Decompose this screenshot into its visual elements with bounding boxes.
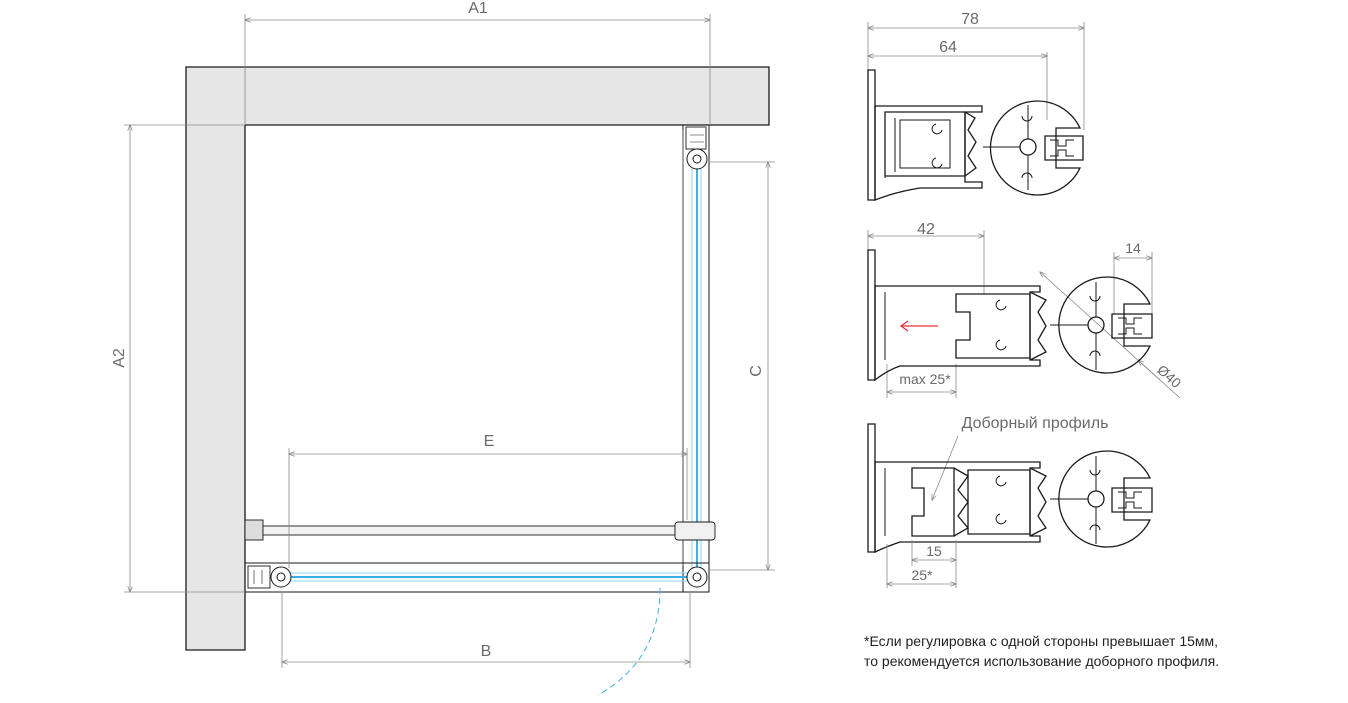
label-42: 42 bbox=[917, 221, 935, 238]
dimension-a2: A2 bbox=[111, 125, 245, 592]
right-fixed-panel bbox=[682, 124, 710, 593]
label-e: E bbox=[484, 433, 495, 450]
hinge-top-right bbox=[685, 126, 708, 170]
hinge-bottom-right bbox=[686, 566, 708, 588]
door-swing-arc bbox=[597, 587, 661, 696]
label-callout: Доборный профиль bbox=[962, 415, 1109, 432]
label-b: B bbox=[481, 643, 492, 660]
footnote: *Если регулировка с одной стороны превыш… bbox=[864, 631, 1304, 671]
label-78: 78 bbox=[961, 11, 979, 28]
label-diameter: Ø40 bbox=[1154, 361, 1185, 391]
profile-extension: Доборный профиль 15 25* bbox=[867, 415, 1153, 588]
label-a1: A1 bbox=[468, 0, 488, 17]
dimension-b: B bbox=[282, 592, 690, 668]
label-14: 14 bbox=[1125, 240, 1141, 256]
bottom-panel bbox=[244, 562, 710, 593]
hinge-bottom-left bbox=[247, 565, 292, 589]
profile-standard: 78 64 bbox=[867, 11, 1084, 201]
dimension-a1: A1 bbox=[245, 0, 710, 125]
label-max: max 25* bbox=[899, 371, 951, 387]
label-25: 25* bbox=[911, 567, 933, 583]
footnote-line-2: то рекомендуется использование доборного… bbox=[864, 653, 1220, 669]
label-a2: A2 bbox=[111, 348, 128, 368]
footnote-line-1: *Если регулировка с одной стороны превыш… bbox=[864, 633, 1219, 649]
floor-plan: A1 A2 C E B bbox=[111, 0, 775, 696]
label-c: C bbox=[748, 365, 765, 377]
profile-adjustable: 42 14 Ø40 max 25* bbox=[867, 221, 1185, 399]
dimension-e: E bbox=[289, 433, 687, 568]
label-64: 64 bbox=[939, 39, 957, 56]
dimension-c: C bbox=[709, 162, 775, 570]
stabiliser-rod bbox=[244, 519, 716, 541]
label-15: 15 bbox=[926, 543, 942, 559]
